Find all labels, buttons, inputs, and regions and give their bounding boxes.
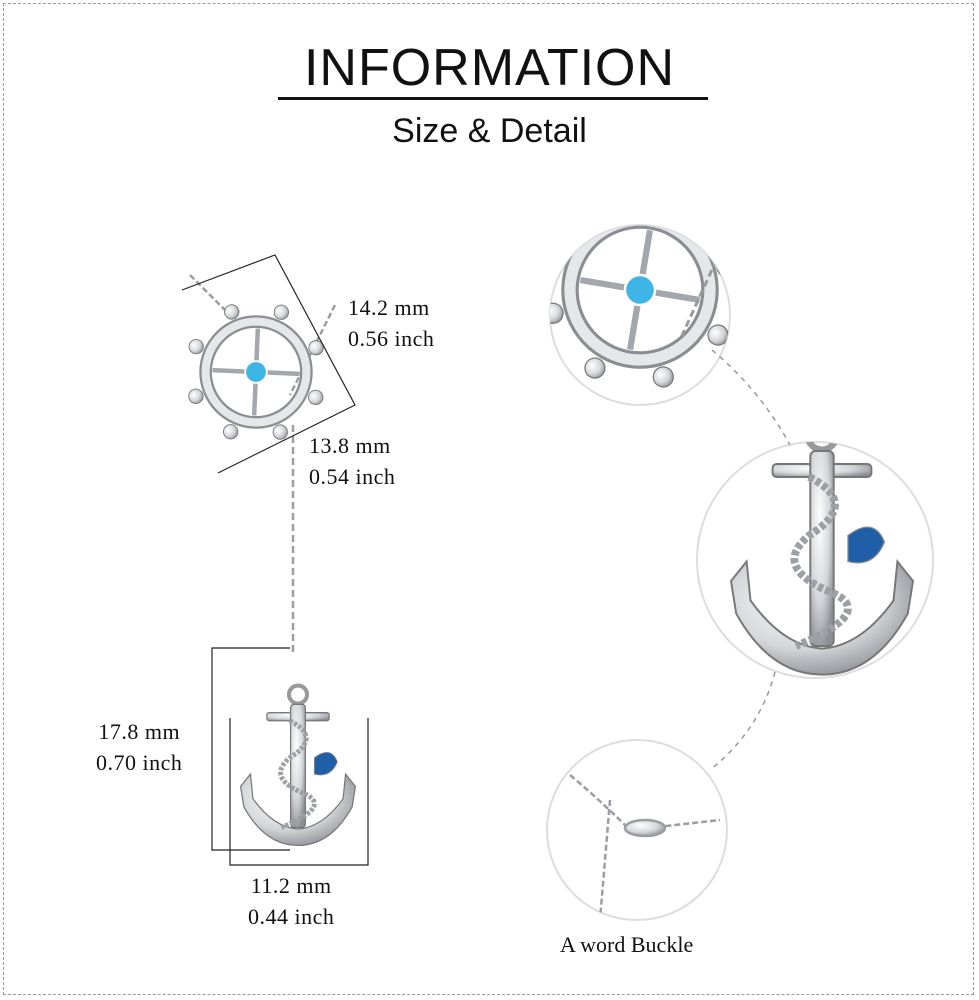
anchor-pendant (241, 686, 356, 846)
wheel-dimension-box (181, 254, 356, 474)
anchor-height-inch: 0.70 inch (96, 750, 183, 775)
detail-circle-buckle (546, 739, 728, 921)
buckle-caption: A word Buckle (560, 932, 694, 957)
anchor-height-mm: 17.8 mm (98, 719, 181, 744)
wheel-width-label: 14.2 mm 0.56 inch (348, 292, 434, 354)
connector-dashes (709, 349, 791, 771)
wheel-width-mm: 14.2 mm (348, 295, 430, 320)
anchor-dimension-box (211, 647, 369, 866)
wheel-height-inch: 0.54 inch (309, 464, 396, 489)
anchor-width-inch: 0.44 inch (248, 904, 335, 929)
anchor-width-label: 11.2 mm 0.44 inch (248, 870, 334, 932)
anchor-height-label: 17.8 mm 0.70 inch (96, 716, 182, 778)
title-underline (278, 97, 708, 100)
page-border (3, 3, 974, 995)
page-subtitle: Size & Detail (392, 112, 587, 150)
wheel-height-label: 13.8 mm 0.54 inch (309, 430, 395, 492)
detail-circle-anchor (696, 441, 934, 679)
anchor-width-mm: 11.2 mm (250, 873, 332, 898)
wheel-width-inch: 0.56 inch (348, 326, 435, 351)
page-title: INFORMATION (303, 39, 676, 97)
wheel-height-mm: 13.8 mm (309, 433, 391, 458)
detail-circle-wheel (549, 224, 731, 406)
